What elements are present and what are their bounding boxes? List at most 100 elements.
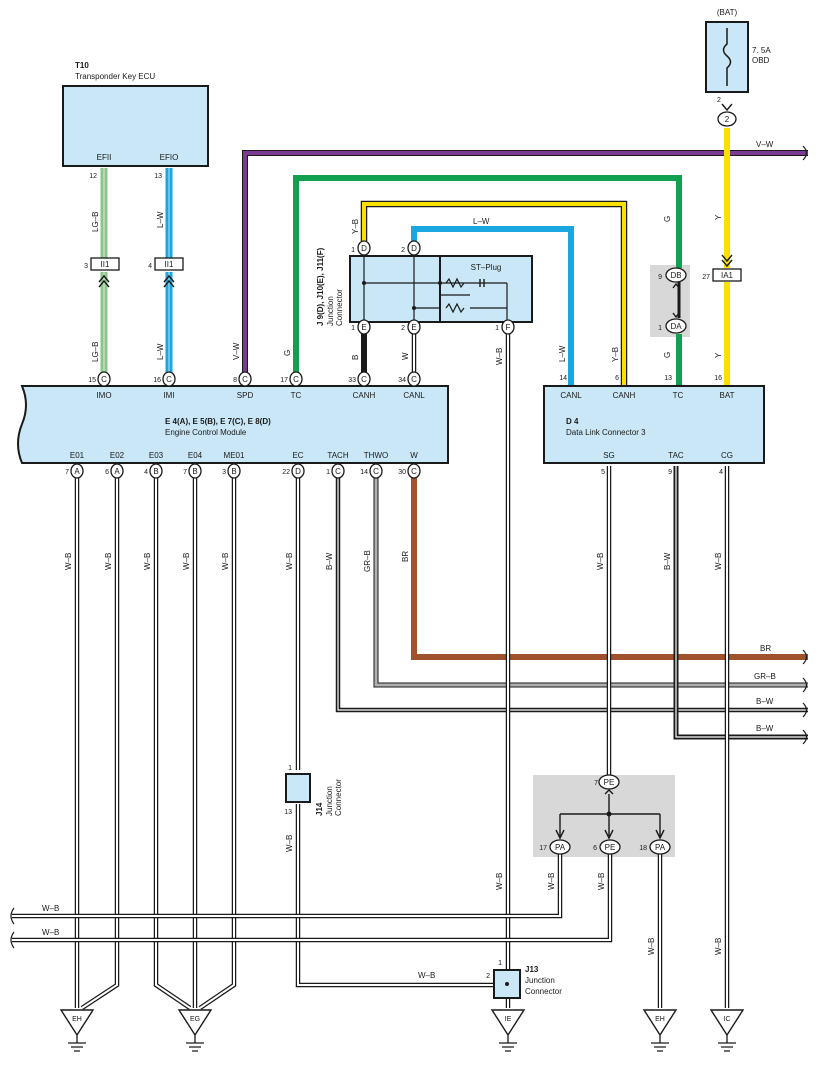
- svg-text:Connector: Connector: [335, 289, 344, 326]
- svg-text:E: E: [361, 323, 366, 332]
- svg-text:A: A: [74, 467, 80, 476]
- svg-text:3: 3: [84, 263, 88, 270]
- svg-text:8: 8: [233, 377, 237, 384]
- ground-icon: [499, 1035, 517, 1052]
- svg-text:D: D: [295, 467, 301, 476]
- capacitor-icon: [479, 279, 485, 287]
- connector-pa-right: [649, 839, 671, 855]
- svg-text:THWO: THWO: [364, 451, 388, 460]
- svg-text:16: 16: [153, 377, 161, 384]
- svg-text:CANL: CANL: [560, 391, 582, 400]
- svg-text:BR: BR: [401, 551, 410, 562]
- svg-text:F: F: [506, 323, 511, 332]
- svg-text:4: 4: [719, 469, 723, 476]
- wire-labels: LG–B L–W LG–B L–W V–W G Y–B L–W B W W–B …: [42, 140, 776, 980]
- d4-pins: 14 CANL 6 CANH 13 TC 16 BAT SG 5 TAC 9 C…: [559, 375, 734, 476]
- svg-text:W–B: W–B: [221, 553, 230, 570]
- svg-text:W–B: W–B: [143, 553, 152, 570]
- svg-text:Junction: Junction: [525, 976, 555, 985]
- svg-text:17: 17: [539, 845, 547, 852]
- svg-text:W–B: W–B: [714, 938, 723, 955]
- junction-internal-lines: [363, 256, 507, 322]
- svg-text:IC: IC: [724, 1016, 731, 1023]
- svg-text:SPD: SPD: [237, 391, 254, 400]
- svg-text:TAC: TAC: [668, 451, 684, 460]
- svg-text:1: 1: [351, 325, 355, 332]
- svg-text:13: 13: [664, 375, 672, 382]
- svg-text:E02: E02: [110, 451, 125, 460]
- wire-gr-b-outline: [373, 478, 808, 688]
- svg-text:LG–B: LG–B: [91, 212, 100, 232]
- svg-text:Junction: Junction: [325, 786, 334, 816]
- connector-db: [665, 267, 687, 283]
- ecm-box: [17, 385, 449, 464]
- fuse-icon: [722, 28, 732, 86]
- svg-text:DA: DA: [670, 322, 682, 331]
- svg-text:CG: CG: [721, 451, 733, 460]
- svg-text:5: 5: [601, 469, 605, 476]
- svg-text:IMO: IMO: [96, 391, 111, 400]
- svg-text:14: 14: [360, 469, 368, 476]
- splice-dot: [606, 811, 612, 817]
- d4-name: Data Link Connector 3: [566, 428, 646, 437]
- svg-text:9: 9: [668, 469, 672, 476]
- svg-text:W–B: W–B: [64, 553, 73, 570]
- ground-icon: [68, 1035, 86, 1052]
- wire-gr-b: [374, 478, 808, 687]
- svg-text:PE: PE: [605, 843, 616, 852]
- ground-icon: [186, 1035, 204, 1052]
- svg-text:C: C: [335, 467, 341, 476]
- svg-text:L–W: L–W: [473, 217, 490, 226]
- svg-text:B: B: [231, 467, 236, 476]
- svg-text:V–W: V–W: [756, 140, 774, 149]
- svg-text:13: 13: [154, 173, 162, 180]
- svg-text:18: 18: [639, 845, 647, 852]
- svg-text:13: 13: [284, 809, 292, 816]
- svg-text:G: G: [283, 350, 292, 356]
- svg-text:B–W: B–W: [325, 552, 334, 570]
- svg-text:14: 14: [559, 375, 567, 382]
- wire-l-w-canl: [411, 226, 574, 386]
- svg-text:II1: II1: [101, 260, 110, 269]
- svg-text:30: 30: [398, 469, 406, 476]
- svg-text:L–W: L–W: [156, 343, 165, 360]
- fuse-rating: 7. 5A: [752, 46, 771, 55]
- wire-g-tc: [293, 175, 682, 375]
- svg-text:J13: J13: [525, 965, 539, 974]
- svg-text:A: A: [114, 467, 120, 476]
- ground-ic: IC: [709, 1009, 745, 1052]
- ground-eg: EG: [177, 1009, 213, 1052]
- svg-text:C: C: [101, 375, 107, 384]
- svg-text:4: 4: [148, 263, 152, 270]
- svg-text:D: D: [411, 244, 417, 253]
- connector-ii1-b: [154, 257, 184, 271]
- svg-text:E04: E04: [188, 451, 203, 460]
- svg-text:TC: TC: [673, 391, 684, 400]
- connector-pe-top: [598, 774, 620, 790]
- svg-text:Y: Y: [714, 352, 723, 358]
- svg-text:B: B: [351, 355, 360, 360]
- svg-text:EH: EH: [72, 1016, 82, 1023]
- svg-text:W–B: W–B: [547, 873, 556, 890]
- svg-text:2: 2: [725, 115, 730, 124]
- svg-text:6: 6: [105, 469, 109, 476]
- svg-text:EH: EH: [655, 1016, 665, 1023]
- svg-text:D: D: [361, 244, 367, 253]
- svg-text:1: 1: [498, 960, 502, 967]
- svg-text:DB: DB: [670, 271, 681, 280]
- svg-text:9: 9: [658, 274, 662, 281]
- svg-text:34: 34: [398, 377, 406, 384]
- svg-text:W–B: W–B: [285, 835, 294, 852]
- svg-text:C: C: [411, 467, 417, 476]
- svg-text:1: 1: [326, 469, 330, 476]
- svg-text:PE: PE: [604, 778, 615, 787]
- svg-text:EFIO: EFIO: [160, 153, 179, 162]
- connector-pe-mid: [599, 839, 621, 855]
- svg-text:W–B: W–B: [104, 553, 113, 570]
- ground-icon: [651, 1035, 669, 1052]
- bat-label: (BAT): [717, 8, 738, 17]
- svg-text:3: 3: [222, 469, 226, 476]
- svg-text:7: 7: [65, 469, 69, 476]
- svg-text:7: 7: [594, 780, 598, 787]
- svg-text:W–B: W–B: [285, 553, 294, 570]
